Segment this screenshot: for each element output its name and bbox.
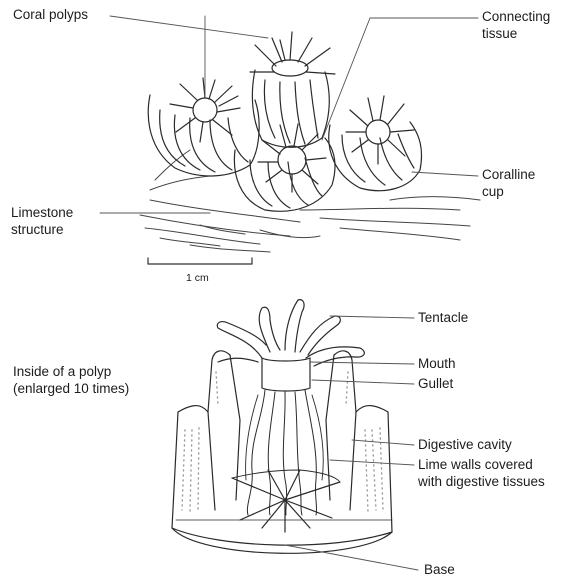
label-lime-walls: Lime walls covered with digestive tissue…: [418, 456, 545, 490]
coralline-cups-drawing: [148, 70, 421, 211]
label-gullet: Gullet: [418, 375, 453, 392]
caption-inside-polyp: Inside of a polyp (enlarged 10 times): [13, 363, 129, 397]
limestone-structure-drawing: [140, 150, 480, 252]
scale-bar: [148, 258, 252, 264]
label-coral-polyps: Coral polyps: [13, 6, 88, 23]
polyp-tentacles-drawing: [170, 32, 414, 192]
label-digestive-cavity: Digestive cavity: [418, 436, 512, 453]
label-coralline-cup: Coralline cup: [482, 166, 535, 200]
label-scale: 1 cm: [186, 270, 209, 287]
label-connecting-tissue: Connecting tissue: [482, 8, 550, 42]
label-limestone-structure: Limestone structure: [11, 204, 73, 238]
polyp-section-drawing: [172, 300, 392, 554]
stipple-texture: [182, 372, 383, 512]
label-mouth: Mouth: [418, 355, 456, 372]
label-tentacle: Tentacle: [418, 309, 468, 326]
label-base: Base: [424, 561, 455, 578]
